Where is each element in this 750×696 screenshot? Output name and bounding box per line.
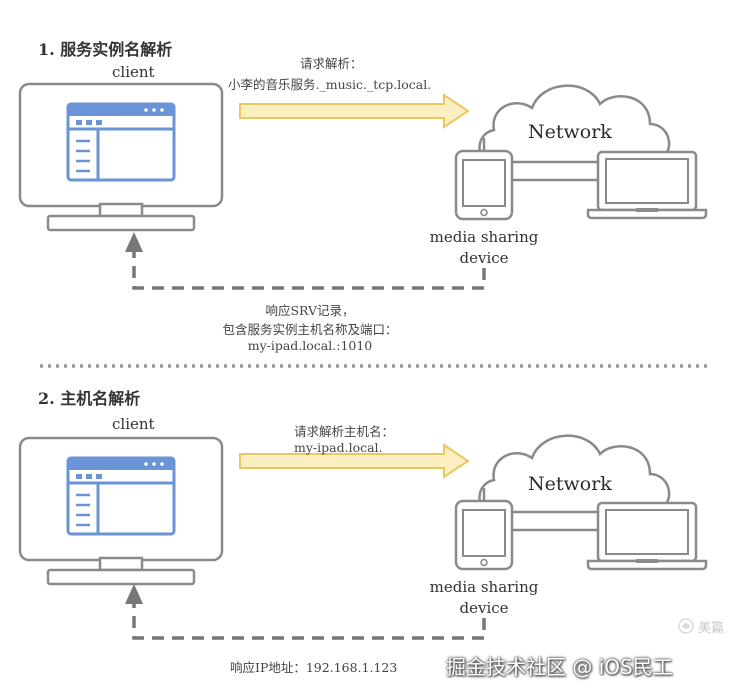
- section1-title: 1. 服务实例名解析: [38, 40, 173, 59]
- response-text-1-line2: 包含服务实例主机名称及端口：: [222, 322, 398, 337]
- laptop-device-1: [586, 150, 708, 220]
- laptop-device-2: [586, 501, 708, 571]
- tablet-device-1: [454, 149, 514, 221]
- request-text-2-line2: my-ipad.local.: [294, 440, 383, 455]
- client-label-1: client: [112, 63, 155, 81]
- response-dashed-arrow-1: [125, 232, 486, 290]
- watermark-footer: 掘金技术社区 @ iOS民工: [446, 655, 673, 679]
- request-text-2-line1: 请求解析主机名：: [294, 424, 395, 439]
- device-label-2-line2: device: [459, 599, 509, 617]
- request-text-1-line2: 小李的音乐服务._music._tcp.local.: [228, 77, 432, 92]
- section2-title: 2. 主机名解析: [38, 389, 141, 408]
- network-link-2: [482, 488, 605, 532]
- response-text-1-line3: my-ipad.local.:1010: [247, 338, 373, 353]
- device-label-1-line1: media sharing: [429, 228, 539, 246]
- response-dashed-arrow-2: [125, 584, 486, 640]
- device-label-2-line1: media sharing: [429, 578, 539, 596]
- watermark-logo-icon: [678, 618, 694, 634]
- network-label-2: Network: [528, 473, 612, 495]
- request-text-1-line1: 请求解析：: [300, 56, 363, 71]
- response-text-1-line1: 响应SRV记录，: [265, 303, 355, 318]
- request-arrow-1: [239, 94, 469, 128]
- network-label-1: Network: [528, 121, 612, 143]
- network-link-1: [482, 138, 605, 182]
- watermark-logo-text: 美篇: [698, 621, 725, 636]
- response-text-2: 响应IP地址：192.168.1.123: [230, 660, 398, 675]
- client-computer-1: [18, 82, 224, 232]
- client-label-2: client: [112, 415, 155, 433]
- tablet-device-2: [454, 499, 514, 571]
- device-label-1-line2: device: [459, 249, 509, 267]
- client-computer-2: [18, 436, 224, 586]
